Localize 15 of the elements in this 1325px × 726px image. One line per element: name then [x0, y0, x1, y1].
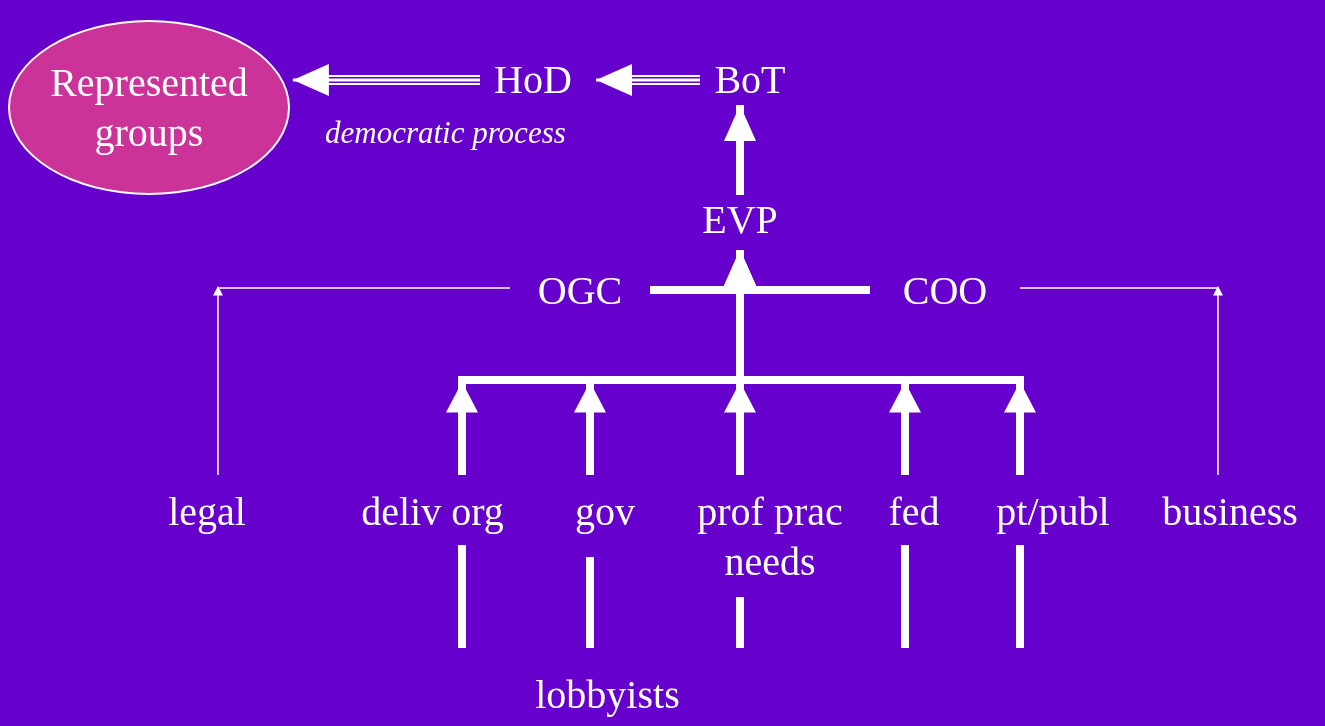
node-label: OGC	[510, 266, 650, 316]
node-label: COO	[870, 266, 1020, 316]
node-label: lobbyists	[515, 668, 700, 720]
node-label: prof prac needs	[680, 487, 860, 587]
node-label: fed	[880, 487, 948, 537]
node-label: gov	[565, 487, 645, 537]
node-label: BoT	[700, 55, 800, 105]
note-label: democratic process	[325, 114, 566, 152]
node-label: HoD	[480, 55, 586, 105]
node-label: legal	[155, 487, 259, 537]
group-ellipse: Represented groups	[8, 20, 290, 195]
node-label: EVP	[690, 195, 790, 245]
node-label: deliv org	[345, 487, 520, 537]
node-label: pt/publ	[983, 487, 1123, 537]
node-label: business	[1150, 487, 1310, 537]
